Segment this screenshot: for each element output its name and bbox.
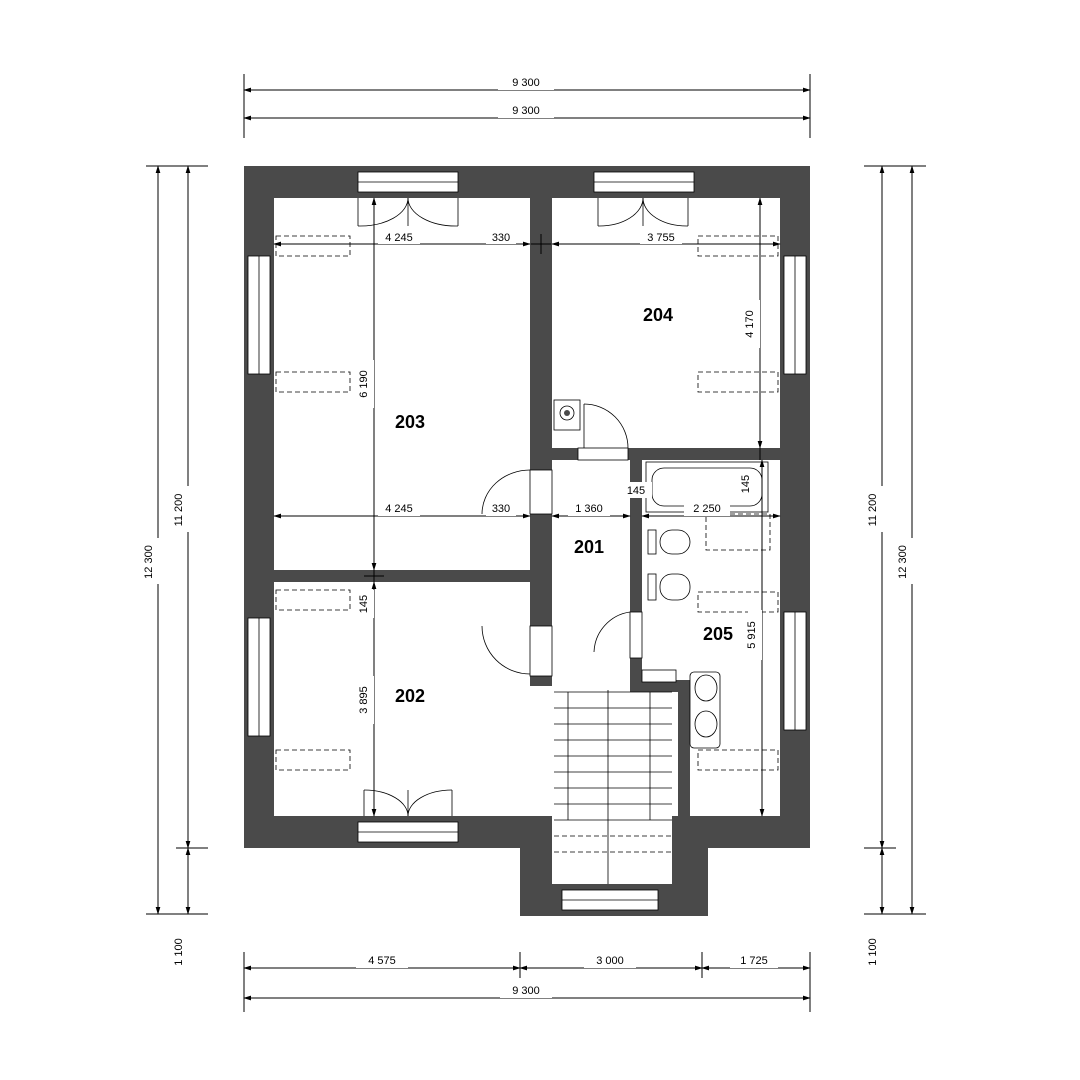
room-203-label: 203 (395, 412, 425, 432)
dim-right-inner: 11 200 (867, 494, 879, 527)
dim-bath-145-b: 145 (740, 475, 752, 493)
dim-wall-top: 330 (492, 232, 510, 244)
dim-204-height: 4 170 (744, 310, 756, 338)
fixtures (275, 235, 779, 884)
room-204-label: 204 (643, 305, 673, 325)
dim-wall-145-left: 145 (358, 595, 370, 613)
dim-203-width-mid: 4 245 (385, 503, 413, 515)
dim-right-bottom: 1 100 (867, 938, 879, 966)
window-top-right (593, 171, 695, 193)
dim-left-inner: 11 200 (173, 494, 185, 527)
interior-dimensions: 4 245 330 3 755 4 170 6 190 4 245 330 1 … (273, 197, 781, 817)
dim-203-height: 6 190 (358, 370, 370, 398)
window-left-upper (247, 255, 271, 375)
dim-203-width-top: 4 245 (385, 232, 413, 244)
dim-right-outer: 12 300 (897, 545, 909, 579)
dim-top-2: 9 300 (512, 105, 540, 117)
dim-205-width: 2 250 (693, 503, 721, 515)
dim-204-width: 3 755 (647, 232, 675, 244)
toilet-1 (647, 529, 691, 555)
dim-202-height: 3 895 (358, 686, 370, 714)
window-left-lower (247, 617, 271, 737)
room-201-label: 201 (574, 537, 604, 557)
dim-wall-mid: 330 (492, 503, 510, 515)
doors (357, 197, 689, 817)
window-bottom-stair (561, 889, 659, 911)
window-right-lower (783, 611, 807, 731)
overall-dimensions: 9 300 9 300 12 300 11 200 1 100 11 200 1… (143, 74, 926, 1012)
room-205-label: 205 (703, 624, 733, 644)
dim-bottom-a: 4 575 (368, 955, 396, 967)
dim-bottom-total: 9 300 (512, 985, 540, 997)
room-202-label: 202 (395, 686, 425, 706)
dim-bottom-b: 3 000 (596, 955, 624, 967)
window-top-left (357, 171, 459, 193)
dim-left-outer: 12 300 (143, 545, 155, 579)
stairs (554, 690, 672, 884)
dim-bath-145-a: 145 (627, 485, 645, 497)
dim-201-width: 1 360 (575, 503, 603, 515)
dim-left-bottom: 1 100 (173, 938, 185, 966)
dim-top-1: 9 300 (512, 77, 540, 89)
walls (244, 166, 810, 916)
room-labels: 203 204 201 202 205 (395, 305, 733, 706)
toilet-2 (647, 573, 691, 601)
window-right-upper (783, 255, 807, 375)
dim-205-height: 5 915 (746, 621, 758, 649)
dim-bottom-c: 1 725 (740, 955, 768, 967)
window-bottom-left (357, 821, 459, 843)
windows (247, 171, 807, 911)
